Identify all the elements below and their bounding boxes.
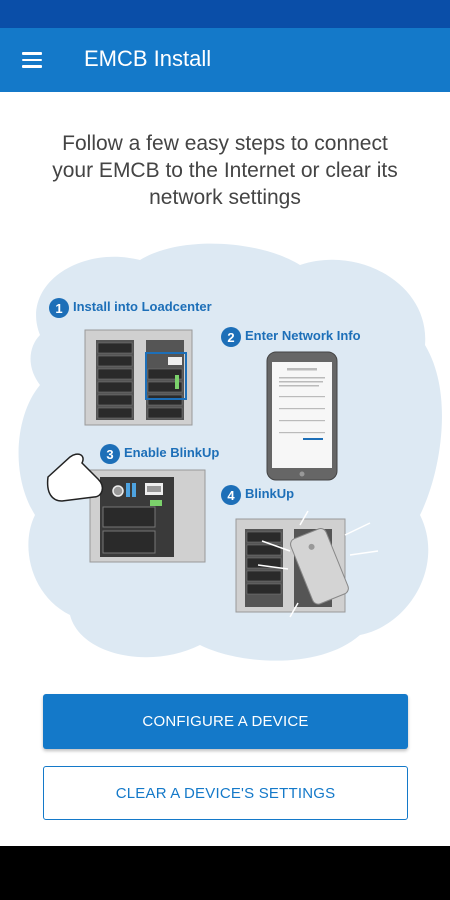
step-3-number: 3 [106,447,113,462]
breaker-enable-blinkup [46,453,206,563]
step-4: 4 BlinkUp [221,485,294,505]
step-1: 1 Install into Loadcenter [49,298,212,318]
app-bar: EMCB Install [0,28,450,92]
phone-network-form [266,351,338,481]
step-2-badge [221,327,241,347]
step-4-badge [221,485,241,505]
step-1-badge [49,298,69,318]
blinkup-panel [235,510,379,618]
step-1-label: Install into Loadcenter [73,299,212,314]
intro-text: Follow a few easy steps to connect your … [52,132,398,209]
hand-pointer-icon [46,453,104,502]
step-1-number: 1 [55,301,62,316]
step-2-number: 2 [227,330,234,345]
step-4-number: 4 [227,488,235,503]
hamburger-menu-icon[interactable] [22,52,42,68]
step-3-badge [100,444,120,464]
step-2: 2 Enter Network Info [221,327,361,347]
step-4-label: BlinkUp [245,486,294,501]
configure-device-button[interactable]: CONFIGURE A DEVICE [43,694,408,749]
clear-device-settings-button[interactable]: CLEAR A DEVICE'S SETTINGS [43,766,408,820]
install-steps-illustration: 1 Install into Loadcenter 2 Enter Networ… [18,243,442,661]
step-3-label: Enable BlinkUp [124,445,219,460]
step-3: 3 Enable BlinkUp [100,444,219,464]
navigation-bar [0,846,450,900]
loadcenter-panel [84,329,193,426]
step-2-label: Enter Network Info [245,328,361,343]
app-title: EMCB Install [84,46,212,71]
status-bar [0,0,450,28]
